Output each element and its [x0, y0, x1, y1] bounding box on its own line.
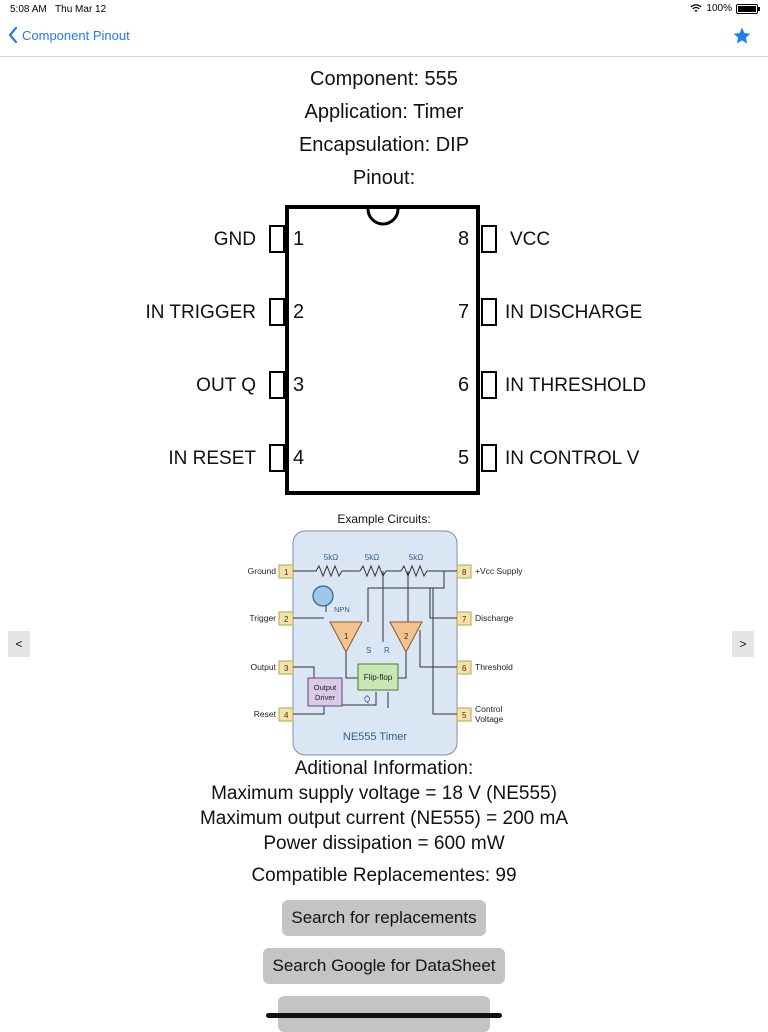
circuit-pin-3-number: 3 [284, 664, 289, 673]
additional-info-title: Aditional Information: [294, 758, 474, 779]
resistor-3-label: 5kΩ [409, 553, 423, 562]
circuit-pin-8-number: 8 [462, 568, 467, 577]
pin-5-box [481, 444, 497, 472]
status-bar: 5:08 AM Thu Mar 12 100% [0, 0, 768, 20]
pin-2-label: IN TRIGGER [145, 302, 257, 323]
info-line-supply-voltage: Maximum supply voltage = 18 V (NE555) [211, 783, 557, 804]
pin-3-number: 3 [293, 374, 305, 396]
compatible-replacements-count: Compatible Replacementes: 99 [251, 865, 517, 886]
pin-8-box [481, 225, 497, 253]
circuit-label-discharge: Discharge [475, 613, 514, 623]
output-driver-label-1: Output [314, 683, 337, 692]
navigation-bar: Component Pinout [0, 20, 768, 57]
circuit-pin-2-number: 2 [284, 615, 289, 624]
pin-1-box [269, 225, 285, 253]
comparator-2-label: 2 [404, 632, 409, 641]
star-icon [733, 27, 751, 44]
comparator-1-label: 1 [344, 632, 349, 641]
previous-image-button[interactable]: < [8, 631, 30, 657]
resistor-1-label: 5kΩ [324, 553, 338, 562]
component-encapsulation: Encapsulation: DIP [298, 134, 470, 156]
pin-7-label: IN DISCHARGE [505, 302, 643, 323]
pin-7-box [481, 298, 497, 326]
circuit-label-voltage: Voltage [475, 714, 504, 724]
pin-6-box [481, 371, 497, 399]
pin-8-label: VCC [510, 229, 551, 250]
search-replacements-button[interactable]: Search for replacements [282, 900, 486, 936]
pin-5-label: IN CONTROL V [505, 448, 640, 469]
flipflop-r-label: R [384, 646, 390, 655]
circuit-label-ground: Ground [248, 566, 277, 576]
circuit-pin-1-number: 1 [284, 568, 289, 577]
pin-3-box [269, 371, 285, 399]
circuit-npn-label: NPN [334, 605, 350, 614]
pin-6-label: IN THRESHOLD [505, 375, 647, 396]
resistor-2-label: 5kΩ [365, 553, 379, 562]
example-circuits-title: Example Circuits: [337, 512, 431, 526]
info-line-power-dissipation: Power dissipation = 600 mW [263, 833, 505, 854]
pin-1-label: GND [213, 229, 256, 250]
battery-percent: 100% [706, 3, 732, 14]
next-image-button[interactable]: > [732, 631, 754, 657]
pin-2-number: 2 [293, 301, 305, 323]
pin-6-number: 6 [458, 374, 470, 396]
back-button-label: Component Pinout [22, 27, 130, 43]
circuit-label-output: Output [250, 662, 276, 672]
chevron-left-icon [8, 26, 18, 44]
circuit-label-control: Control [475, 704, 503, 714]
flipflop-qbar-label: Q̄ [364, 695, 370, 704]
pin-1-number: 1 [293, 228, 305, 250]
pinout-label: Pinout: [352, 167, 416, 189]
component-name: Component: 555 [310, 68, 458, 90]
flipflop-s-label: S [366, 646, 371, 655]
output-driver-label-2: Driver [315, 693, 336, 702]
favorite-button[interactable] [732, 26, 752, 51]
chip-pinout-diagram: 1 2 3 4 GND IN TRIGGER OUT Q IN RESET 8 … [0, 200, 768, 500]
pin-4-label: IN RESET [168, 448, 256, 469]
circuit-label-trigger: Trigger [249, 613, 276, 623]
circuit-chip-name: NE555 Timer [343, 731, 408, 743]
circuit-pin-6-number: 6 [462, 664, 467, 673]
pin-4-number: 4 [293, 447, 305, 469]
info-line-output-current: Maximum output current (NE555) = 200 mA [199, 808, 568, 829]
flipflop-label: Flip-flop [364, 673, 393, 682]
circuit-pin-4-number: 4 [284, 711, 289, 720]
battery-icon [736, 3, 760, 14]
component-application: Application: Timer [304, 101, 464, 123]
circuit-pin-5-number: 5 [462, 711, 467, 720]
pin-4-box [269, 444, 285, 472]
back-button[interactable]: Component Pinout [8, 26, 130, 44]
status-time: 5:08 AM Thu Mar 12 [10, 4, 107, 15]
pin-8-number: 8 [458, 228, 470, 250]
example-circuit-image: 1 2 3 4 8 7 6 5 Ground Trigger Output Re… [248, 530, 523, 756]
pin-5-number: 5 [458, 447, 470, 469]
chip-body [285, 205, 480, 495]
circuit-pin-7-number: 7 [462, 615, 467, 624]
status-right: 100% [690, 3, 760, 14]
search-google-datasheet-button[interactable]: Search Google for DataSheet [263, 948, 505, 984]
pin-2-box [269, 298, 285, 326]
circuit-label-reset: Reset [254, 709, 277, 719]
circuit-label-vcc: +Vcc Supply [475, 566, 523, 576]
pin-7-number: 7 [458, 301, 470, 323]
wifi-icon [690, 4, 702, 12]
home-indicator [266, 1013, 502, 1018]
circuit-label-threshold: Threshold [475, 662, 513, 672]
pin-3-label: OUT Q [196, 375, 256, 396]
